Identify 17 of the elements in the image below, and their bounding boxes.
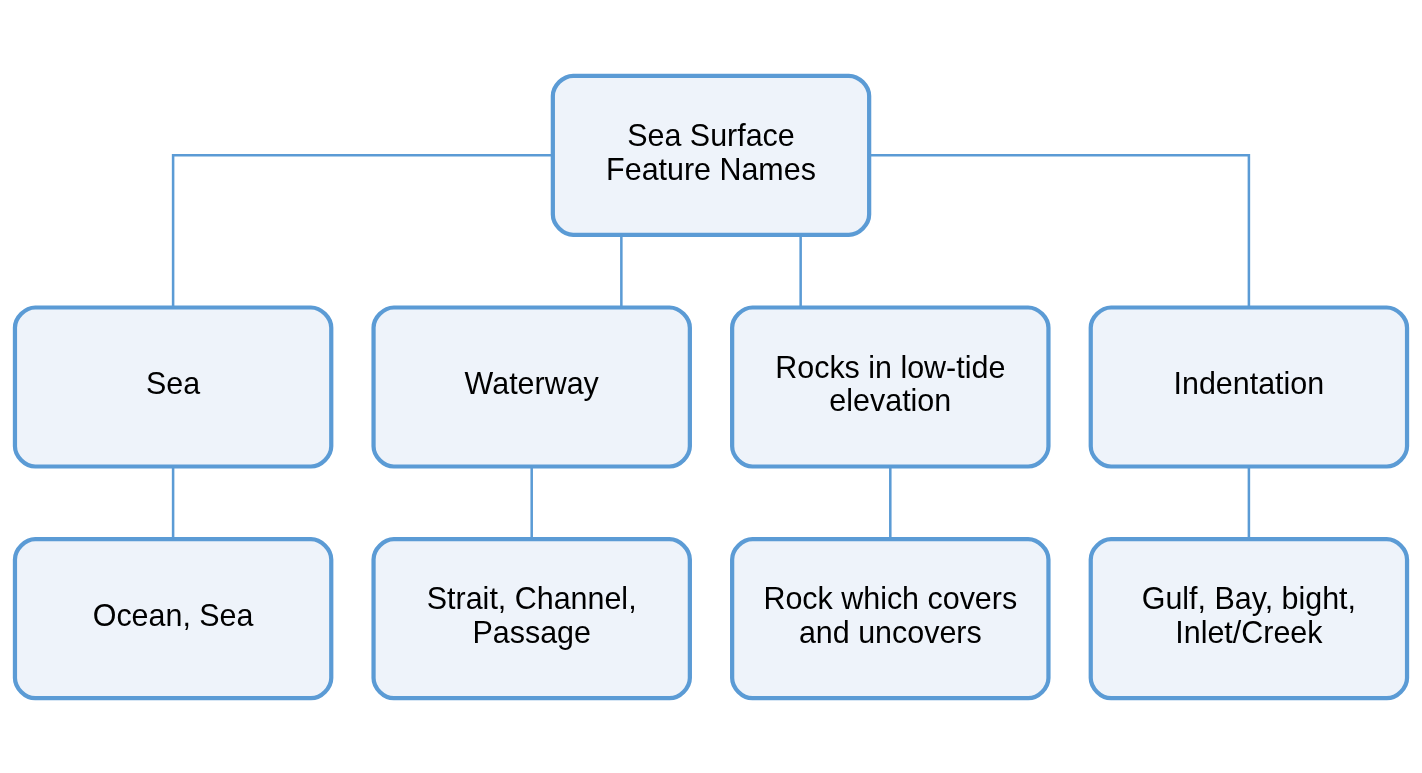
connector	[620, 234, 623, 307]
connector	[171, 153, 553, 307]
node-box: Strait, Channel, Passage	[371, 536, 692, 700]
connector	[530, 466, 533, 539]
node-box: Ocean, Sea	[12, 536, 334, 700]
connector	[869, 153, 1251, 307]
node-box: Gulf, Bay, bight, Inlet/Creek	[1088, 536, 1410, 700]
connector	[889, 466, 892, 539]
node-box: Indentation	[1088, 304, 1410, 469]
node-box: Waterway	[371, 304, 692, 469]
connector	[799, 234, 802, 307]
node-box: Rocks in low-tide elevation	[730, 304, 1051, 469]
node-box: Rock which covers and uncovers	[730, 536, 1051, 700]
connector	[171, 466, 175, 539]
connector	[1247, 466, 1251, 539]
node-box: Sea	[12, 304, 334, 469]
node-box: Sea Surface Feature Names	[550, 73, 872, 237]
